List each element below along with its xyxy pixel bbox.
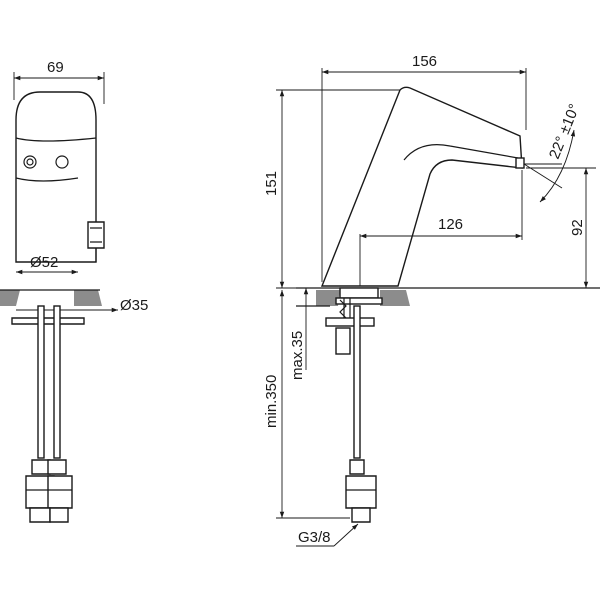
faucet-body-front (15, 91, 105, 263)
min-hose-dimension: min.350 (263, 290, 350, 519)
thread-callout: G3/8 (296, 523, 359, 547)
thread-label: G3/8 (298, 529, 331, 546)
angle-dimension: 22° ±10° (523, 102, 583, 203)
countertop-side (296, 287, 600, 307)
max-thickness-dimension: max.35 (289, 288, 309, 380)
height-dimension: 151 (263, 89, 400, 289)
hole-diameter-label: Ø35 (120, 297, 148, 314)
mounting-shank-side (325, 287, 383, 355)
spout-reach-label: 126 (438, 216, 463, 233)
hole-diameter-dimension: Ø35 (16, 297, 148, 314)
faucet-body-side (320, 86, 525, 287)
min-hose-label: min.350 (263, 375, 280, 428)
base-diameter-label: Ø52 (30, 254, 58, 271)
spout-reach-dimension: 126 (359, 170, 523, 286)
spout-height-dimension: 92 (526, 167, 596, 288)
supply-hoses-front (25, 305, 73, 523)
height-dim-label: 151 (263, 171, 280, 196)
angle-dim-label: 22° ±10° (546, 102, 583, 162)
countertop-front (0, 289, 102, 306)
side-view: 156 151 22° ±10° 126 (263, 53, 600, 547)
max-thickness-label: max.35 (289, 331, 306, 380)
supply-hose-side (345, 305, 377, 523)
length-dimension: 156 (321, 53, 527, 282)
width-dim-label: 69 (47, 59, 64, 76)
spout-height-label: 92 (569, 219, 586, 236)
front-view: 69 Ø52 Ø35 (0, 59, 148, 523)
length-dim-label: 156 (412, 53, 437, 70)
base-diameter-dimension: Ø52 (16, 254, 78, 275)
width-dimension: 69 (13, 59, 105, 104)
